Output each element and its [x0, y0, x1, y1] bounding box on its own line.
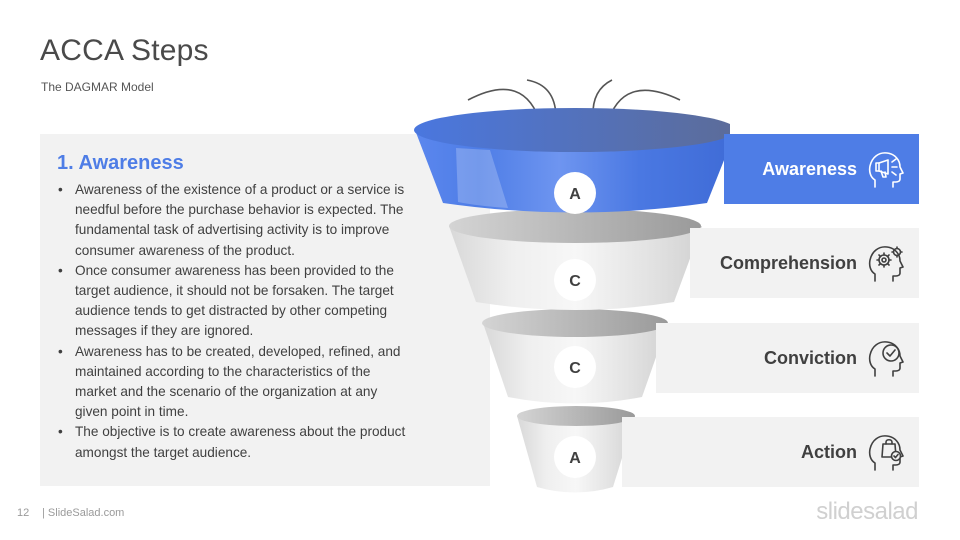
funnel-letter: C	[569, 273, 581, 290]
step-label: Comprehension	[719, 252, 857, 273]
bullet-dot: •	[58, 424, 63, 440]
bullet-text: Awareness of the existence of a product …	[75, 182, 405, 258]
panel-heading: 1. Awareness	[57, 152, 184, 174]
head-checkmark-icon	[868, 341, 904, 377]
head-megaphone-icon	[868, 152, 904, 188]
funnel-layer-awareness: A	[414, 108, 730, 214]
step-label: Awareness	[762, 158, 857, 179]
funnel-diagram: A C C A	[414, 79, 730, 493]
bullet-dot: •	[58, 343, 63, 359]
head-gears-icon	[868, 246, 904, 282]
bullet-item: • The objective is to create awareness ab…	[56, 422, 408, 462]
bullet-text: The objective is to create awareness abo…	[75, 424, 406, 460]
step-comprehension[interactable]: Comprehension	[690, 228, 919, 298]
step-label: Conviction	[764, 347, 857, 368]
footer-site: | SlideSalad.com	[42, 507, 125, 519]
funnel-layer-conviction: C	[482, 309, 668, 404]
head-shopping-bag-icon	[868, 435, 904, 471]
step-action[interactable]: Action	[622, 417, 919, 487]
funnel-letter: C	[569, 360, 581, 377]
bullet-dot: •	[58, 262, 63, 278]
funnel-layer-comprehension: C	[449, 209, 702, 310]
step-awareness[interactable]: Awareness	[724, 134, 919, 204]
page-number: 12	[17, 507, 30, 519]
funnel-letter: A	[569, 450, 581, 467]
bullet-item: • Awareness of the existence of a product…	[56, 180, 408, 261]
bullet-text: Awareness has to be created, developed, …	[75, 343, 401, 420]
bullet-item: • Awareness has to be created, developed,…	[56, 342, 408, 423]
description-panel: 1. Awareness • Awareness of the existence…	[40, 134, 490, 486]
funnel-layer-action: A	[517, 406, 635, 493]
bullet-list: • Awareness of the existence of a product…	[56, 180, 408, 463]
brand-logo: slidesalad	[816, 498, 918, 525]
funnel-letter: A	[569, 186, 581, 203]
bullet-item: • Once consumer awareness has been provid…	[56, 261, 408, 342]
step-conviction[interactable]: Conviction	[656, 323, 919, 393]
slide-title: ACCA Steps	[40, 34, 209, 67]
bullet-text: Once consumer awareness has been provide…	[75, 262, 394, 339]
step-label: Action	[801, 441, 857, 462]
slide-subtitle: The DAGMAR Model	[41, 80, 154, 94]
bullet-dot: •	[58, 182, 63, 197]
